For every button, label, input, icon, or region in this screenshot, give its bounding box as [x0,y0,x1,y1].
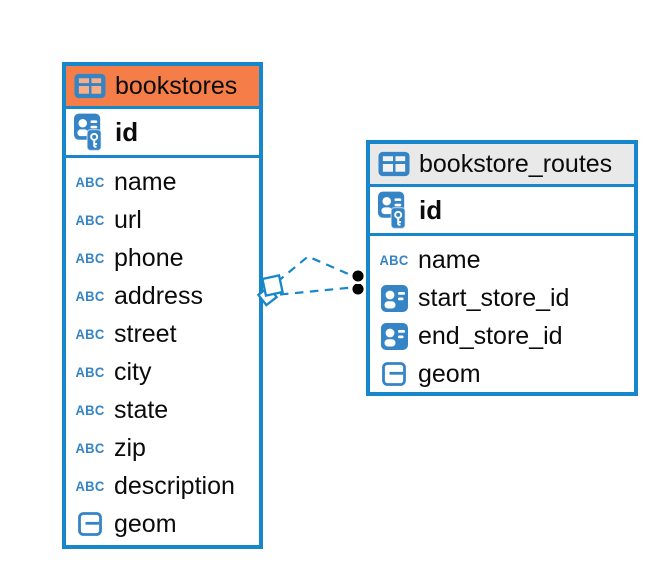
column-list-bookstores: ABC name ABC url ABC phone ABC address A… [66,158,259,547]
foreign-key-icon [378,322,410,350]
column-row-bookstores-address[interactable]: ABC address [74,277,251,315]
column-label: start_store_id [418,283,570,312]
column-row-bookstores-id[interactable]: id [66,109,259,158]
column-label: geom [418,359,481,388]
column-row-routes-start-store-id[interactable]: start_store_id [378,279,626,317]
column-label: name [114,167,177,196]
text-type-icon: ABC [75,326,105,342]
column-row-bookstores-geom[interactable]: geom [74,505,251,543]
column-label: name [418,245,481,274]
column-row-routes-end-store-id[interactable]: end_store_id [378,317,626,355]
column-row-routes-geom[interactable]: geom [378,355,626,393]
column-label: url [114,205,142,234]
text-type-icon: ABC [75,440,105,456]
geometry-type-icon [378,362,410,386]
foreign-key-icon [378,284,410,312]
table-bookstore-routes[interactable]: bookstore_routes id [366,140,638,396]
column-label: state [114,395,169,424]
primary-key-icon [74,113,106,152]
column-label: description [114,471,235,500]
text-type-icon: ABC [75,478,105,494]
column-list-bookstore-routes: ABC name start_store_id [370,236,634,397]
column-label: street [114,319,177,348]
column-row-bookstores-street[interactable]: ABC street [74,315,251,353]
column-row-bookstores-description[interactable]: ABC description [74,467,251,505]
relationship-dot-marker [349,267,367,298]
column-row-bookstores-state[interactable]: ABC state [74,391,251,429]
column-label: geom [114,509,177,538]
text-type-icon: ABC [75,364,105,380]
relationship-end-store-id[interactable] [279,286,353,296]
column-row-bookstores-city[interactable]: ABC city [74,353,251,391]
text-type-icon: ABC [75,212,105,228]
relationship-start-store-id[interactable] [276,255,354,283]
primary-key-label: id [115,116,139,147]
text-type-icon: ABC [75,402,105,418]
table-header-bookstore-routes[interactable]: bookstore_routes [370,144,634,187]
column-row-bookstores-phone[interactable]: ABC phone [74,239,251,277]
column-label: end_store_id [418,321,563,350]
column-row-routes-name[interactable]: ABC name [378,241,626,279]
text-type-icon: ABC [75,250,105,266]
table-header-bookstores[interactable]: bookstores [66,66,259,109]
column-label: address [114,281,203,310]
table-bookstores[interactable]: bookstores id A [62,62,263,549]
table-title: bookstores [115,71,238,100]
column-label: zip [114,433,146,462]
column-row-bookstores-zip[interactable]: ABC zip [74,429,251,467]
column-row-bookstores-name[interactable]: ABC name [74,163,251,201]
text-type-icon: ABC [75,174,105,190]
primary-key-icon [378,191,410,230]
column-row-routes-id[interactable]: id [370,187,634,236]
table-icon [378,151,410,177]
table-icon [74,73,106,99]
column-label: phone [114,243,184,272]
column-label: city [114,357,152,386]
geometry-type-icon [74,512,106,536]
table-title: bookstore_routes [419,149,613,178]
column-row-bookstores-url[interactable]: ABC url [74,201,251,239]
text-type-icon: ABC [379,252,409,268]
text-type-icon: ABC [75,288,105,304]
primary-key-label: id [419,194,443,225]
